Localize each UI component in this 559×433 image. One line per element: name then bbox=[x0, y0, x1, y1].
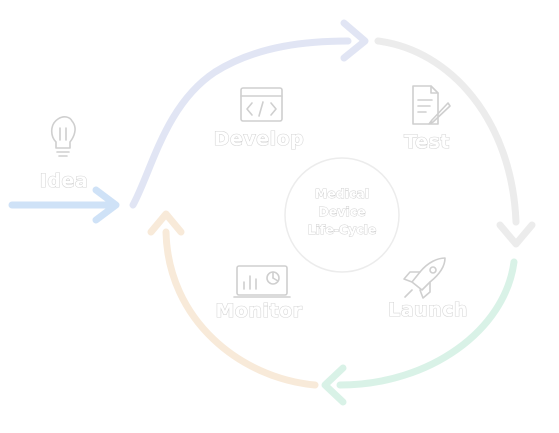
test-arrow-path bbox=[374, 37, 520, 226]
launch-arrow bbox=[321, 258, 518, 406]
idea-arrow-head bbox=[92, 186, 120, 224]
stage-develop: Develop bbox=[213, 87, 305, 151]
center-circle bbox=[284, 157, 400, 273]
develop-arrow bbox=[129, 19, 369, 209]
monitor-arrow bbox=[147, 210, 319, 389]
document-pen-icon bbox=[412, 85, 451, 125]
idea-arrow bbox=[8, 186, 120, 224]
analytics-monitor-icon bbox=[233, 265, 291, 298]
launch-arrow-path bbox=[336, 258, 518, 389]
stage-label-develop: Develop bbox=[214, 128, 305, 150]
stage-idea: Idea bbox=[39, 116, 88, 193]
code-window-icon bbox=[240, 87, 283, 122]
stage-label-monitor: Monitor bbox=[215, 300, 302, 322]
monitor-arrow-head bbox=[147, 210, 185, 236]
monitor-arrow-path bbox=[162, 228, 319, 389]
stage-monitor: Monitor bbox=[215, 265, 303, 323]
stage-label-launch: Launch bbox=[388, 299, 468, 321]
lightbulb-icon bbox=[50, 116, 76, 157]
center-line-3: Life-Cycle bbox=[308, 222, 377, 237]
launch-arrow-head bbox=[321, 364, 347, 406]
test-arrow-head bbox=[496, 221, 536, 248]
test-arrow bbox=[374, 37, 536, 248]
develop-arrow-path bbox=[129, 37, 352, 209]
center-line-2: Device bbox=[318, 204, 365, 219]
develop-arrow-head bbox=[340, 19, 369, 62]
center-hub: Medical Device Life-Cycle bbox=[284, 157, 400, 273]
stage-launch: Launch bbox=[388, 257, 468, 322]
stage-test: Test bbox=[404, 85, 451, 154]
stage-label-test: Test bbox=[404, 131, 450, 153]
rocket-icon bbox=[403, 257, 446, 299]
center-line-1: Medical bbox=[315, 186, 369, 201]
stage-label-idea: Idea bbox=[40, 170, 88, 192]
